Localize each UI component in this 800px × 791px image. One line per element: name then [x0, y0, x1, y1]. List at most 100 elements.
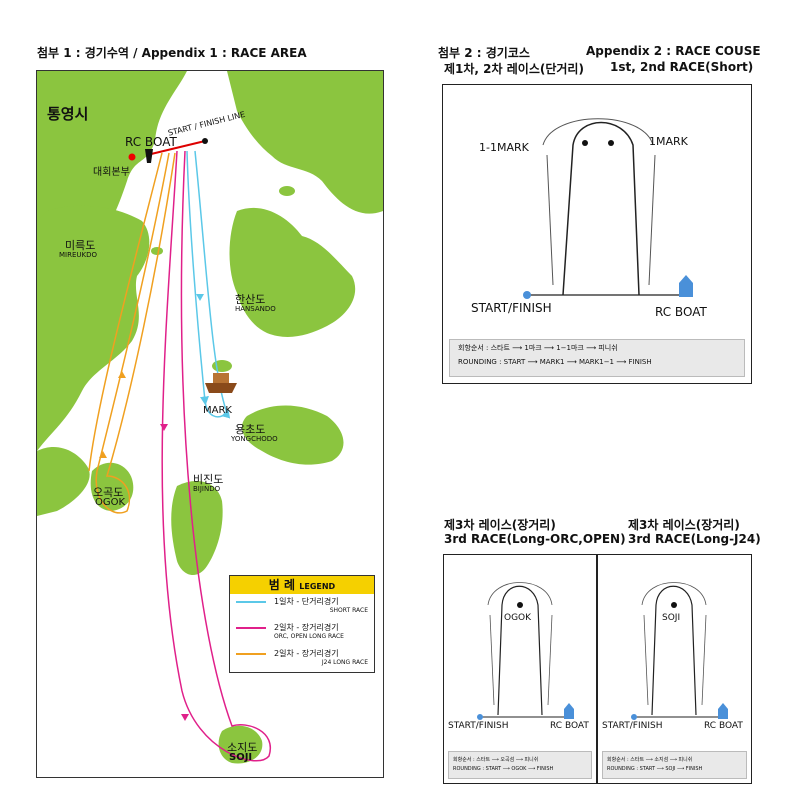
legend-en-short: SHORT RACE — [329, 607, 368, 614]
mark-1-1-label: 1-1MARK — [479, 141, 529, 154]
legend-title-en: LEGEND — [299, 582, 336, 591]
arrow-cyan — [196, 294, 204, 301]
short-course-rounding-ko: 회항순서 : 스타트 ⟶ 1마크 ⟶ 1−1마크 ⟶ 피니쉬 — [458, 344, 618, 352]
j24-rc-boat-icon — [718, 703, 728, 719]
mark-1-label: 1MARK — [649, 135, 688, 148]
hansando-label: 한산도 — [235, 293, 266, 306]
race3-j24-title-ko: 제3차 레이스(장거리) — [628, 518, 740, 532]
race-area-map: 통영시 RC BOAT START / FINISH LINE 대회본부 미륵도… — [36, 70, 384, 778]
bijindo-label: 비진도 — [193, 473, 224, 486]
mark-label: MARK — [203, 405, 232, 416]
legend-item-orc: 2일차 - 장거리경기 ORC, OPEN LONG RACE — [230, 620, 374, 646]
islet-2 — [151, 247, 163, 255]
legend-box: 범 례 LEGEND 1일차 - 단거리경기 SHORT RACE 2일차 - … — [229, 575, 375, 673]
city-label: 통영시 — [47, 105, 89, 123]
j24-start-pin — [631, 714, 637, 720]
islet-1 — [212, 360, 232, 372]
legend-item-short: 1일차 - 단거리경기 SHORT RACE — [230, 594, 374, 620]
legend-item-j24: 2일차 - 장거리경기 J24 LONG RACE — [230, 646, 374, 672]
mireukdo-en-label: MIREUKDO — [59, 251, 98, 259]
arrow-orange-1 — [118, 371, 126, 378]
legend-swatch-j24 — [236, 653, 266, 655]
route-j24-long-race — [95, 152, 176, 514]
ogok-en-label: OGOK — [95, 497, 126, 508]
start-finish-label: START/FINISH — [471, 301, 552, 315]
short-course-diagram — [523, 118, 693, 299]
arrow-orange-2 — [99, 451, 107, 458]
orc-rounding-lane — [497, 585, 543, 716]
legend-ko-j24: 2일차 - 장거리경기 — [274, 649, 339, 658]
bijindo-en-label: BIJINDO — [193, 485, 221, 493]
mark-1-1-dot — [582, 140, 588, 146]
short-course-right-leg — [648, 154, 656, 286]
short-course-rounding-lane — [562, 121, 640, 296]
mark-ship-sail — [213, 373, 229, 383]
race3-j24-title-en: 3rd RACE(Long-J24) — [628, 532, 761, 546]
short-course-outer-arrow — [542, 118, 654, 146]
legend-ko-short: 1일차 - 단거리경기 — [274, 597, 339, 606]
legend-ko-orc: 2일차 - 장거리경기 — [274, 623, 339, 632]
soji-mark-label: SOJI — [662, 613, 681, 623]
hq-dot — [128, 153, 136, 161]
orc-rc-boat-label: RC BOAT — [550, 721, 589, 731]
j24-rounding-lane — [651, 585, 697, 716]
race-area-map-canvas — [37, 71, 383, 764]
orc-left-leg — [489, 614, 495, 706]
rc-boat-marker — [145, 149, 153, 163]
mireukdo-label: 미륵도 — [65, 239, 96, 252]
orc-start-pin — [477, 714, 483, 720]
mark-ship — [205, 383, 237, 393]
yongchodo-label: 용초도 — [235, 423, 266, 436]
soji-en-label: SOJI — [229, 752, 253, 763]
ogok-mark-dot — [517, 602, 523, 608]
orc-rounding-ko: 회항순서 : 스타트 ⟶ 오곡섬 ⟶ 피니쉬 — [453, 757, 539, 763]
j24-rounding-en: ROUNDING : START ⟶ SOJI ⟶ FINISH — [607, 766, 703, 772]
legend-en-j24: J24 LONG RACE — [321, 659, 368, 666]
short-course-rounding-en: ROUNDING : START ⟶ MARK1 ⟶ MARK1−1 ⟶ FIN… — [458, 358, 652, 366]
land-bijindo — [171, 481, 223, 576]
hq-label: 대회본부 — [93, 167, 130, 178]
orc-rc-boat-icon — [564, 703, 574, 719]
orc-start-finish-label: START/FINISH — [448, 721, 509, 731]
race3-j24-diagram — [631, 582, 728, 720]
hansando-en-label: HANSANDO — [235, 305, 276, 313]
race3-orc-diagram — [477, 582, 574, 720]
soji-mark-dot — [671, 602, 677, 608]
land-north-east — [227, 71, 383, 214]
legend-header: 범 례 LEGEND — [230, 576, 374, 594]
land-soji — [218, 725, 263, 764]
rc-boat-label-2: RC BOAT — [655, 305, 707, 319]
land-tongyeong — [37, 71, 187, 248]
arrow-magenta-2 — [181, 714, 189, 721]
appendix2-title-ko-sub: 제1차, 2차 레이스(단거리) — [444, 62, 584, 76]
ogok-mark-label: OGOK — [504, 613, 532, 623]
j24-rounding-ko: 회항순서 : 스타트 ⟶ 소지섬 ⟶ 피니쉬 — [607, 757, 693, 763]
appendix2-title-en-sub: 1st, 2nd RACE(Short) — [610, 60, 754, 74]
race3-orc-title-ko: 제3차 레이스(장거리) — [444, 518, 556, 532]
orc-outer-arrow — [487, 582, 553, 606]
short-course-box: 1-1MARK 1MARK START/FINISH RC BOAT 회항순서 … — [442, 84, 752, 384]
land-ogok — [90, 462, 134, 511]
legend-en-orc: ORC, OPEN LONG RACE — [274, 633, 344, 640]
race3-orc-title-en: 3rd RACE(Long-ORC,OPEN) — [444, 532, 626, 546]
land-yongchodo — [242, 405, 344, 465]
arrow-magenta-1 — [160, 424, 168, 431]
legend-title-ko: 범 례 — [268, 578, 296, 592]
j24-rounding-panel: 회항순서 : 스타트 ⟶ 소지섬 ⟶ 피니쉬 ROUNDING : START … — [602, 751, 747, 779]
route-j24-long-race-2 — [88, 152, 163, 472]
mark-1-dot — [608, 140, 614, 146]
short-course-rounding-panel: 회항순서 : 스타트 ⟶ 1마크 ⟶ 1−1마크 ⟶ 피니쉬 ROUNDING … — [449, 339, 745, 377]
j24-start-finish-label: START/FINISH — [602, 721, 663, 731]
route-short-race — [186, 150, 231, 419]
legend-swatch-orc — [236, 627, 266, 629]
finish-pin — [202, 138, 208, 144]
race3-j24-box: SOJI START/FINISH RC BOAT 회항순서 : 스타트 ⟶ 소… — [597, 554, 752, 784]
land-west-lower — [37, 446, 90, 516]
short-course-left-leg — [546, 154, 554, 286]
islet-3 — [279, 186, 295, 196]
orc-rounding-panel: 회항순서 : 스타트 ⟶ 오곡섬 ⟶ 피니쉬 ROUNDING : START … — [448, 751, 592, 779]
orc-rounding-en: ROUNDING : START ⟶ OGOK ⟶ FINISH — [453, 766, 554, 772]
start-finish-line — [146, 140, 206, 156]
soji-label: 소지도 — [227, 741, 258, 754]
yongchodo-en-label: YONGCHODO — [231, 435, 278, 443]
